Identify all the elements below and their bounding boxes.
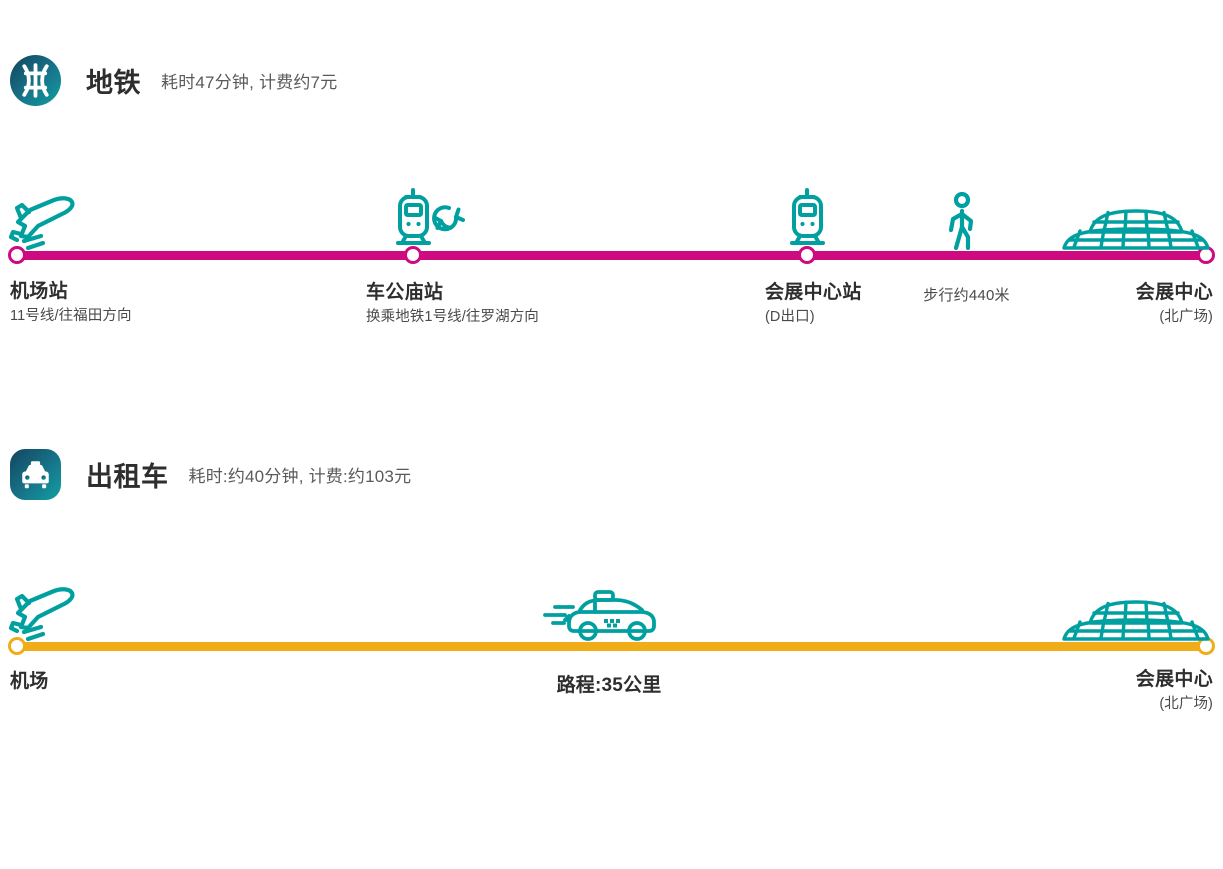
taxi-badge-icon — [10, 449, 61, 500]
taxi-route-line — [16, 642, 1207, 651]
taxi-stop-label-convention-center: 会展中心 (北广场) — [1136, 670, 1213, 713]
stop-detail: (北广场) — [1159, 695, 1213, 712]
taxi-route: 机场 路程:35公里 会展中心 (北广场) — [0, 565, 1223, 735]
taxi-stop-label-airport: 机场 — [10, 672, 49, 692]
stop-detail: 换乘地铁1号线/往罗湖方向 — [366, 308, 539, 325]
taxi-summary: 耗时:约40分钟, 计费:约103元 — [188, 467, 412, 486]
stop-name: 会展中心 — [1135, 669, 1213, 690]
metro-stop-label-chegongmiao: 车公庙站 换乘地铁1号线/往罗湖方向 — [366, 283, 539, 326]
stop-detail: 11号线/往福田方向 — [10, 307, 132, 324]
convention-center-icon — [1062, 600, 1210, 641]
metro-train-transfer-icon — [396, 188, 465, 245]
metro-stop-label-convention-center: 会展中心 (北广场) — [1136, 283, 1213, 326]
stop-name: 机场 — [10, 671, 49, 692]
metro-node-chegongmiao[interactable] — [404, 246, 422, 264]
convention-center-icon — [1062, 209, 1210, 250]
metro-section-header: 地铁 耗时47分钟, 计费约7元 — [10, 55, 337, 106]
stop-detail: (北广场) — [1159, 308, 1213, 325]
stop-detail: (D出口) — [765, 308, 815, 325]
metro-logo-icon — [10, 55, 61, 106]
taxi-section-header: 出租车 耗时:约40分钟, 计费:约103元 — [10, 449, 411, 500]
airplane-icon — [8, 196, 75, 250]
metro-title: 地铁 — [86, 68, 141, 98]
taxi-node-airport[interactable] — [8, 637, 26, 655]
taxi-distance-note: 路程:35公里 — [556, 675, 662, 696]
metro-node-convention-station[interactable] — [798, 246, 816, 264]
taxi-title: 出租车 — [86, 462, 169, 492]
stop-name: 车公庙站 — [366, 282, 444, 303]
metro-route-line — [16, 251, 1207, 260]
stop-name: 会展中心站 — [765, 282, 862, 303]
metro-summary: 耗时47分钟, 计费约7元 — [161, 73, 338, 92]
metro-route: 机场站 11号线/往福田方向 车公庙站 换乘地铁1号线/往罗湖方向 会展中心站 … — [0, 170, 1223, 350]
metro-node-airport[interactable] — [8, 246, 26, 264]
taxi-car-icon — [543, 590, 656, 641]
walking-person-icon — [948, 192, 974, 251]
metro-train-icon — [790, 188, 825, 245]
airplane-icon — [8, 587, 75, 641]
stop-name: 机场站 — [10, 281, 68, 302]
metro-stop-label-airport: 机场站 11号线/往福田方向 — [10, 282, 132, 325]
metro-stop-label-convention-station: 会展中心站 (D出口) — [765, 283, 862, 326]
stop-name: 会展中心 — [1135, 282, 1213, 303]
metro-walk-segment-note: 步行约440米 — [923, 287, 1010, 304]
